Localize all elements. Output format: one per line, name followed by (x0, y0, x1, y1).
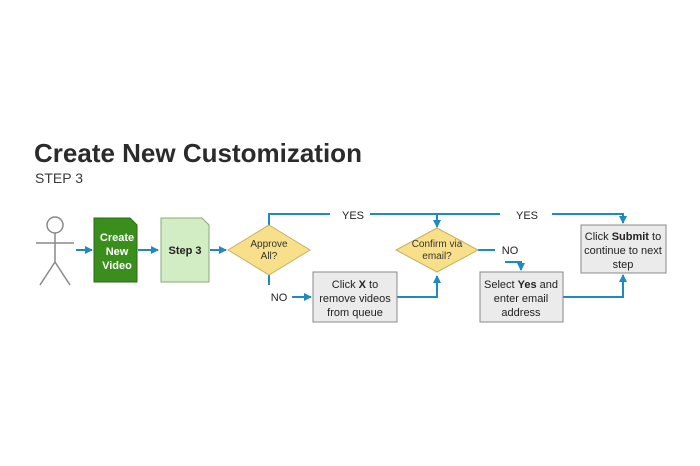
remove-videos-line1: Click X to (332, 279, 378, 291)
submit-line3: step (613, 259, 634, 271)
arrow-confirm-yes (437, 213, 623, 223)
create-video-line1: Create (100, 232, 134, 244)
edge-label-no-2: NO (502, 245, 519, 257)
edge-label-yes-2: YES (516, 210, 538, 222)
create-video-line3: Video (102, 260, 132, 272)
confirm-email-line2: email? (422, 251, 452, 262)
confirm-email-decision: Confirm via email? (394, 227, 480, 273)
arrow-selectyes-to-submit (563, 274, 627, 298)
approve-all-line1: Approve (250, 239, 288, 250)
confirm-email-line1: Confirm via (412, 239, 463, 250)
create-video-line2: New (106, 246, 129, 258)
approve-all-line2: All? (261, 251, 278, 262)
approve-all-decision: Approve All? (227, 224, 311, 276)
step3-label: Step 3 (168, 245, 201, 257)
arrow-confirm-no (478, 249, 521, 270)
select-yes-line2: enter email (494, 293, 548, 305)
step3-node: Step 3 (160, 217, 210, 283)
arrow-remove-to-confirm (397, 275, 441, 298)
submit-node: Click Submit to continue to next step (580, 224, 667, 274)
select-yes-node: Select Yes and enter email address (479, 271, 564, 323)
create-video-node: Create New Video (93, 217, 138, 283)
submit-line2: continue to next (584, 245, 662, 257)
select-yes-line3: address (501, 307, 541, 319)
page-title: Create New Customization (34, 138, 362, 168)
remove-videos-node: Click X to remove videos from queue (312, 271, 398, 323)
remove-videos-line2: remove videos (319, 293, 391, 305)
stick-figure-icon (36, 216, 74, 286)
select-yes-line1: Select Yes and (484, 279, 558, 291)
submit-line1: Click Submit to (585, 231, 661, 243)
page-subtitle: STEP 3 (35, 170, 83, 186)
arrow-approve-no (268, 275, 311, 297)
edge-label-no-1: NO (271, 292, 288, 304)
edge-label-yes-1: YES (342, 210, 364, 222)
remove-videos-line3: from queue (327, 307, 383, 319)
